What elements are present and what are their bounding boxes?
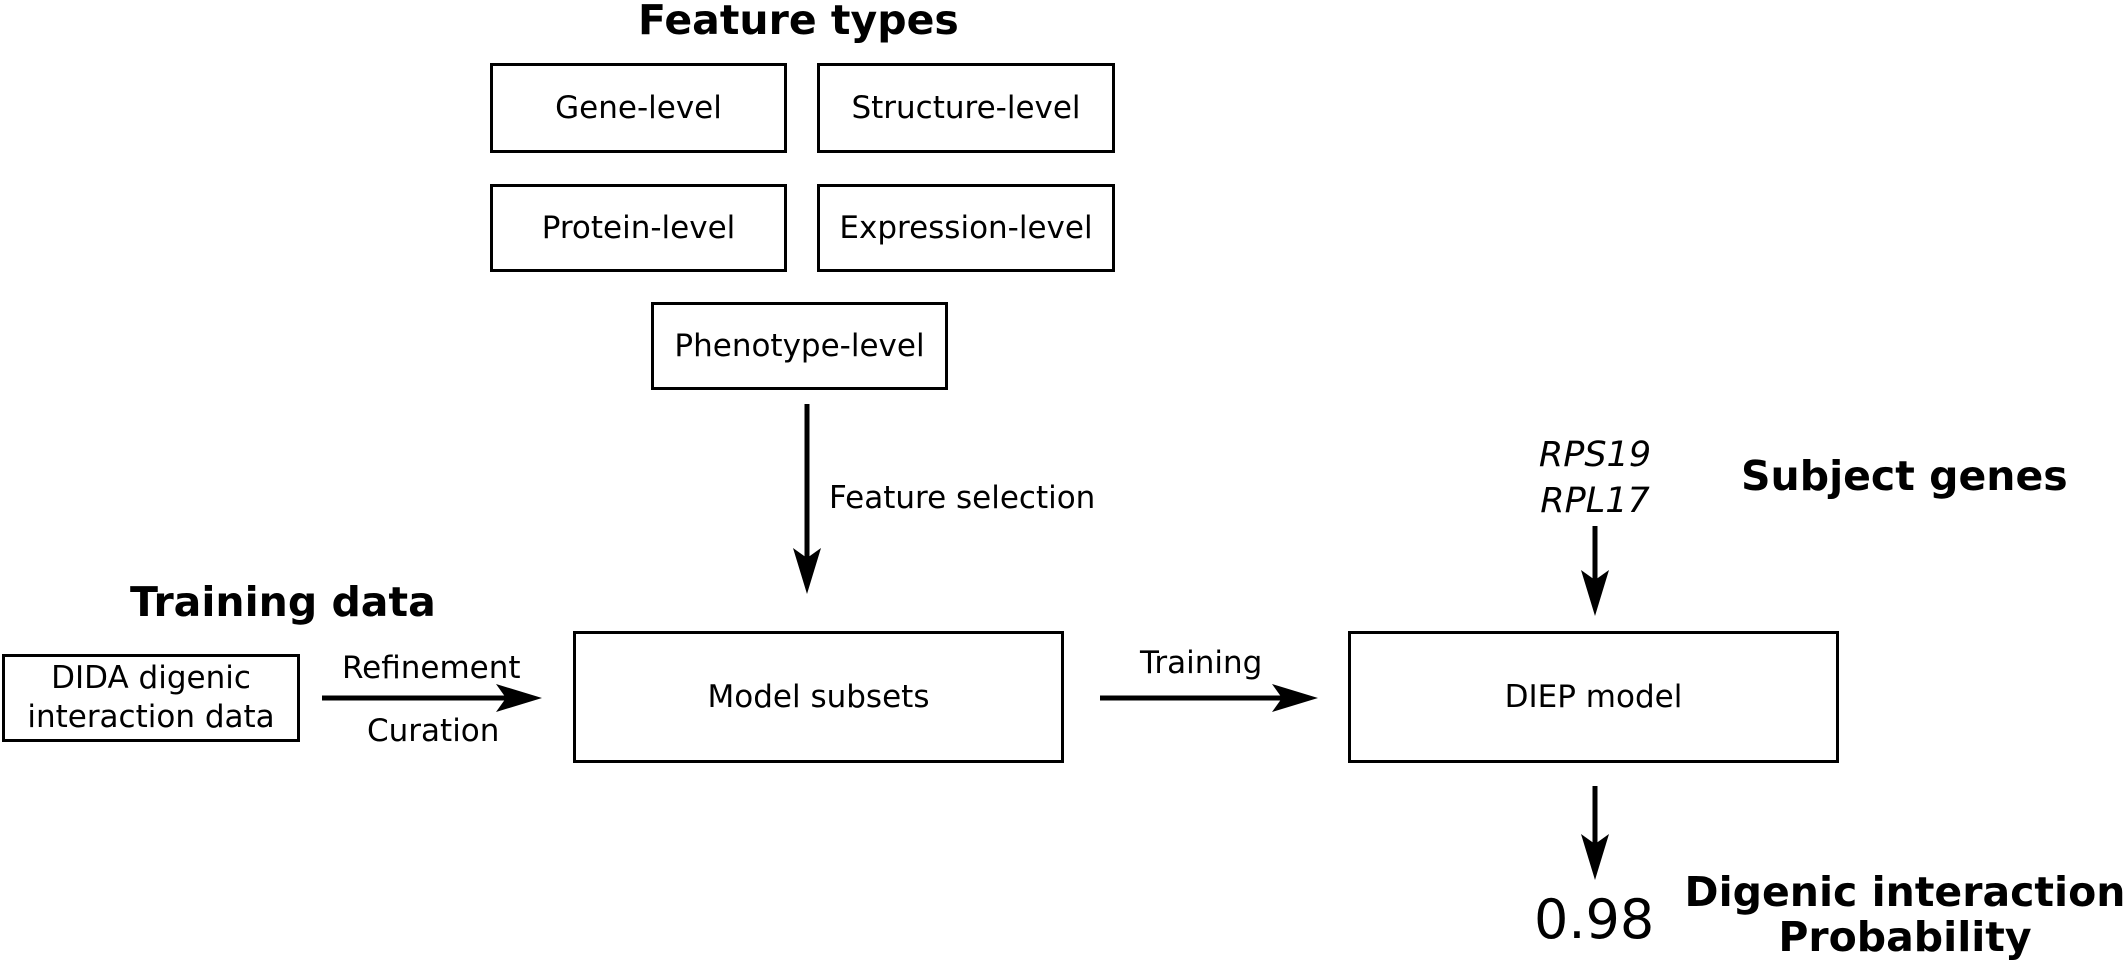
result-label-line2: Probability <box>1778 913 2032 962</box>
result-label-line1: Digenic interaction <box>1684 868 2126 916</box>
refinement-arrow <box>322 684 542 712</box>
dida-data-label-line1: DIDA digenic <box>51 660 251 697</box>
protein-level-label: Protein-level <box>541 209 736 246</box>
dida-data-label-line2: interaction data <box>27 699 275 735</box>
feature-selection-arrow <box>793 404 821 594</box>
phenotype-level-box: Phenotype-level <box>651 302 948 390</box>
protein-level-box: Protein-level <box>490 184 787 272</box>
model-subsets-box: Model subsets <box>573 631 1064 763</box>
training-arrow <box>1100 684 1318 712</box>
feature-types-heading: Feature types <box>638 0 959 44</box>
phenotype-level-label: Phenotype-level <box>674 327 925 364</box>
expression-level-label: Expression-level <box>839 209 1093 246</box>
gene-rpl17: RPL17 <box>1540 481 1650 521</box>
dida-data-box: DIDA digenic interaction data <box>2 654 300 742</box>
diep-model-label: DIEP model <box>1504 678 1683 715</box>
structure-level-box: Structure-level <box>817 63 1115 153</box>
expression-level-box: Expression-level <box>817 184 1115 272</box>
model-subsets-label: Model subsets <box>707 678 930 715</box>
curation-label: Curation <box>367 713 500 749</box>
gene-rps19: RPS19 <box>1538 435 1652 475</box>
training-data-heading: Training data <box>130 578 436 626</box>
refinement-label: Refinement <box>342 650 521 686</box>
gene-level-box: Gene-level <box>490 63 787 153</box>
training-label: Training <box>1140 645 1263 681</box>
subject-genes-heading: Subject genes <box>1741 452 2068 500</box>
structure-level-label: Structure-level <box>851 89 1081 126</box>
subject-genes-arrow <box>1581 526 1609 616</box>
dida-data-label: DIDA digenic interaction data <box>27 659 274 737</box>
feature-selection-label: Feature selection <box>829 480 1096 516</box>
result-label: Digenic interaction Probability <box>1675 868 2128 962</box>
diep-model-box: DIEP model <box>1348 631 1839 763</box>
output-arrow <box>1581 786 1609 880</box>
probability-value: 0.98 <box>1534 888 1655 951</box>
gene-level-label: Gene-level <box>555 89 722 126</box>
